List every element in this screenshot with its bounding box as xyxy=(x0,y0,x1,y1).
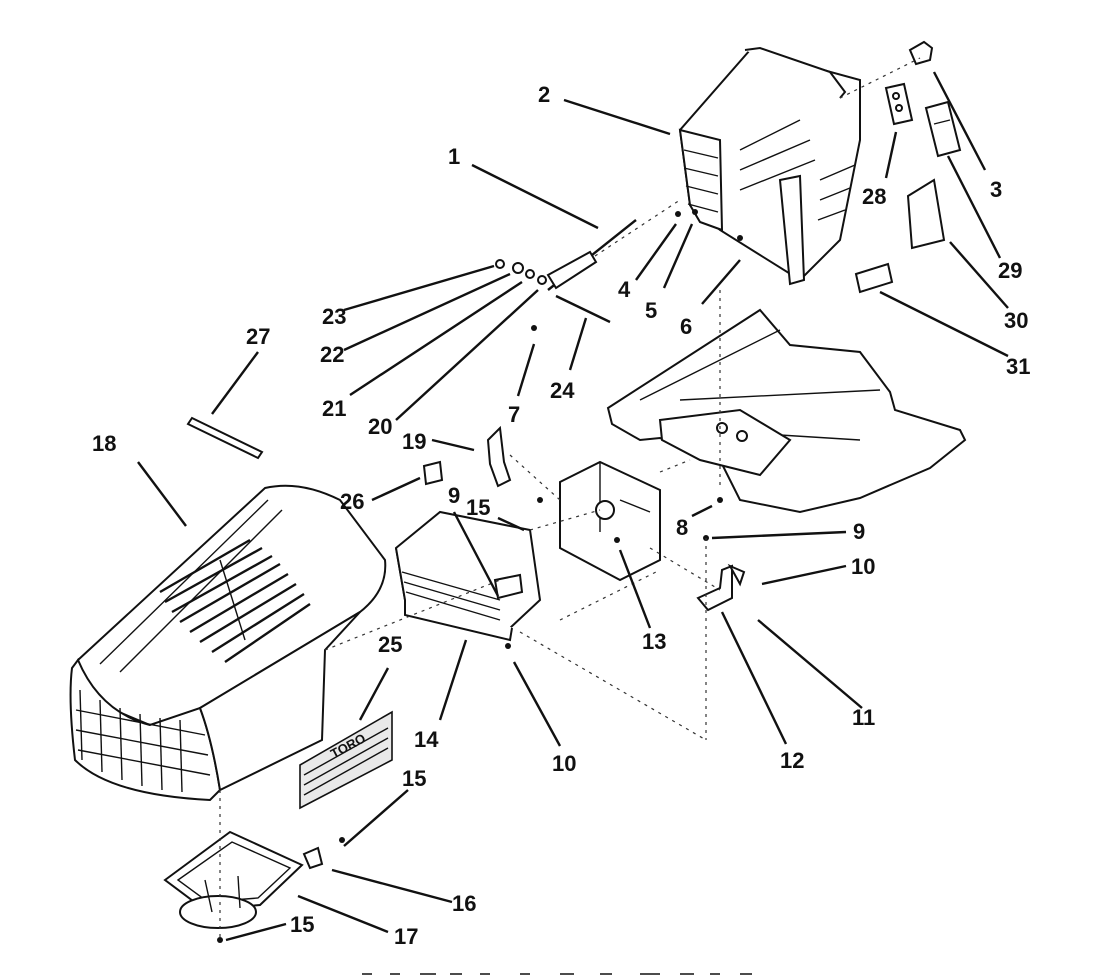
decals-right xyxy=(854,82,962,294)
callout-15-top: 15 xyxy=(466,495,490,520)
callout-2: 2 xyxy=(538,82,550,107)
callout-1: 1 xyxy=(448,144,460,169)
callout-28: 28 xyxy=(862,184,886,209)
callout-27: 27 xyxy=(246,324,270,349)
leader-lines xyxy=(137,71,1009,942)
callout-15-bottom: 15 xyxy=(290,912,314,937)
callout-5: 5 xyxy=(645,298,657,323)
callout-numbers: 1 2 3 4 5 6 7 8 9 9 10 10 11 12 13 14 15… xyxy=(92,82,1030,949)
callout-26: 26 xyxy=(340,489,364,514)
callout-10-right: 10 xyxy=(851,554,875,579)
callout-20: 20 xyxy=(368,414,392,439)
callout-12: 12 xyxy=(780,748,804,773)
callout-16: 16 xyxy=(452,891,476,916)
bracket-16 xyxy=(302,846,324,870)
callout-10-bottom: 10 xyxy=(552,751,576,776)
callout-14: 14 xyxy=(414,727,439,752)
callout-17: 17 xyxy=(394,924,418,949)
bracket-12 xyxy=(696,564,733,612)
strip-decal xyxy=(186,416,264,460)
clip-10 xyxy=(727,563,746,587)
dash-panel xyxy=(559,460,661,582)
callout-9-right: 9 xyxy=(853,519,865,544)
callout-25: 25 xyxy=(378,632,402,657)
bracket-19 xyxy=(486,425,512,488)
knob xyxy=(908,40,934,66)
small-decal xyxy=(422,460,444,486)
callout-24: 24 xyxy=(550,378,575,403)
callout-22: 22 xyxy=(320,342,344,367)
callout-29: 29 xyxy=(998,258,1022,283)
footrest-platform xyxy=(606,308,967,514)
callout-11: 11 xyxy=(852,705,875,730)
callout-6: 6 xyxy=(680,314,692,339)
lift-lever xyxy=(546,219,637,324)
callout-30: 30 xyxy=(1004,308,1028,333)
callout-15-mid: 15 xyxy=(402,766,426,791)
bucket xyxy=(163,830,304,929)
hardware-dots xyxy=(217,209,743,943)
fasteners xyxy=(495,259,547,285)
callout-9-left: 9 xyxy=(448,483,460,508)
callout-21: 21 xyxy=(322,396,346,421)
callout-8: 8 xyxy=(676,515,688,540)
front-shroud xyxy=(394,510,542,642)
hood xyxy=(69,484,387,802)
callout-7: 7 xyxy=(508,402,520,427)
callout-23: 23 xyxy=(322,304,346,329)
seat-pod xyxy=(678,46,861,286)
assembly-lines xyxy=(219,57,921,940)
hood-grille xyxy=(75,689,211,793)
callout-31: 31 xyxy=(1006,354,1030,379)
callout-3: 3 xyxy=(990,177,1002,202)
hood-vents xyxy=(159,538,311,663)
callout-4: 4 xyxy=(618,277,631,302)
callout-13: 13 xyxy=(642,629,666,654)
callout-19: 19 xyxy=(402,429,426,454)
callout-18: 18 xyxy=(92,431,116,456)
